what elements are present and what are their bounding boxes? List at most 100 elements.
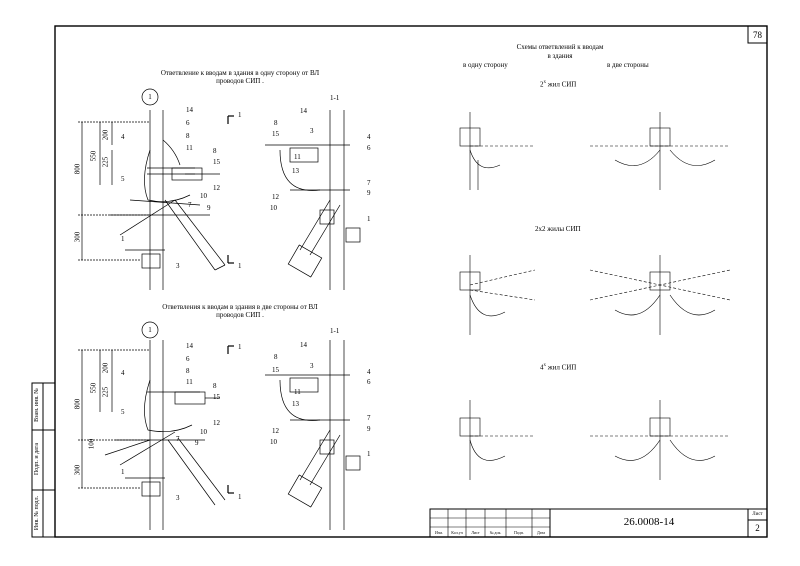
right-heading-line2: в здания — [547, 52, 573, 60]
tb-header-list: Лист — [471, 530, 480, 535]
dim-top-200: 200 — [101, 129, 110, 141]
callout: 3 — [176, 494, 180, 502]
tb-header-kol: Кол.уч — [451, 530, 463, 535]
dim-bottom-200: 200 — [101, 362, 110, 374]
callout: 10 — [270, 438, 277, 446]
section3-rest: жил СИП — [546, 363, 577, 372]
dim-bottom-300: 300 — [73, 464, 82, 476]
stamp-inv-original: Инв. № подл. — [34, 495, 40, 531]
right-section2-title: 2х2 жилы СИП — [535, 225, 581, 233]
callout: 9 — [367, 189, 371, 197]
callout: 5 — [121, 175, 125, 183]
tb-header-podp: Подп. — [514, 530, 524, 535]
tb-header-doc: № док. — [489, 530, 502, 535]
callout: 11 — [186, 378, 193, 386]
callout: 1 — [121, 468, 125, 476]
left-top-view-marker: 1 — [148, 93, 152, 101]
pole-front-bottom — [78, 321, 234, 530]
callout: 12 — [272, 427, 279, 435]
document-code: 26.0008-14 — [623, 516, 675, 528]
right-section1-title: 2х жил СИП — [540, 79, 576, 88]
dim-bottom-550: 550 — [89, 382, 98, 394]
callout: 8 — [274, 353, 278, 361]
dim-top-300: 300 — [73, 231, 82, 243]
callout: 9 — [195, 439, 199, 447]
left-bottom-section-mark-lower: 1 — [238, 493, 242, 501]
left-top-title-line2: проводов СИП . — [216, 77, 264, 85]
section1-sup: х — [543, 80, 547, 85]
pole-side-bottom — [265, 340, 361, 530]
tb-header-izm: Изм. — [435, 530, 443, 535]
callout: 4 — [121, 133, 125, 141]
dim-top-550: 550 — [89, 150, 98, 162]
callout: 12 — [213, 184, 220, 192]
sheet-frame — [31, 25, 768, 538]
callout: 15 — [213, 393, 220, 401]
callout: 15 — [272, 130, 279, 138]
list-label: Лист — [752, 512, 763, 517]
callout: 6 — [186, 355, 190, 363]
callout: 10 — [200, 428, 207, 436]
callout: 8 — [213, 147, 217, 155]
right-section3-title: 4х жил СИП — [540, 362, 576, 371]
section1-count: 2 — [540, 80, 544, 89]
callout: 4 — [367, 368, 371, 376]
section1-rest: жил СИП — [546, 80, 577, 89]
stamp-sign-date: Подп. и дата — [34, 442, 40, 476]
callout: 14 — [300, 341, 307, 349]
scheme-2-single — [459, 112, 535, 190]
right-heading-line1: Схемы ответвлений к вводам — [516, 43, 604, 51]
left-top-title-line1: Ответвление к вводам в здания в одну сто… — [160, 69, 320, 77]
callout: 1 — [121, 235, 125, 243]
callout: 8 — [186, 367, 190, 375]
callout: 10 — [200, 192, 207, 200]
callout: 6 — [186, 119, 190, 127]
left-top-section-mark-lower: 1 — [238, 262, 242, 270]
callout: 14 — [186, 106, 193, 114]
page-number: 78 — [753, 30, 762, 40]
left-bottom-section-mark-upper: 1 — [238, 343, 242, 351]
list-number: 2 — [755, 523, 760, 533]
section3-sup: х — [543, 363, 547, 368]
callout: 1 — [367, 215, 371, 223]
callout: 12 — [213, 419, 220, 427]
scheme-4-single — [459, 400, 535, 480]
callout: 4 — [121, 369, 125, 377]
callout: 5 — [121, 408, 125, 416]
dim-bottom-100: 100 — [87, 438, 96, 450]
callout: 7 — [176, 435, 180, 443]
left-bottom-title-line2: проводов СИП . — [216, 311, 264, 319]
tb-header-date: Дата — [537, 530, 545, 535]
pole-side-top — [265, 110, 361, 290]
pole-front-top — [78, 88, 234, 290]
callout: 14 — [186, 342, 193, 350]
right-col-right: в две стороны — [607, 61, 649, 69]
callout: 11 — [294, 153, 301, 161]
left-top-section-mark-upper: 1 — [238, 111, 242, 119]
left-bottom-section-label: 1-1 — [330, 327, 340, 335]
callout: 8 — [274, 119, 278, 127]
callout: 12 — [272, 193, 279, 201]
callout: 6 — [367, 144, 371, 152]
callout: 13 — [292, 400, 299, 408]
callout: 7 — [188, 201, 192, 209]
dim-bottom-800: 800 — [73, 398, 82, 410]
callout: 7 — [367, 179, 371, 187]
callout: 11 — [294, 388, 301, 396]
callout: 8 — [213, 382, 217, 390]
callout: 13 — [292, 167, 299, 175]
left-top-section-label: 1-1 — [330, 94, 340, 102]
callout: 15 — [272, 366, 279, 374]
callout: 1 — [367, 450, 371, 458]
callout: 3 — [310, 127, 314, 135]
callout: 9 — [367, 425, 371, 433]
scheme-2-double — [590, 112, 730, 190]
callout: 9 — [207, 204, 211, 212]
scheme-4-double — [590, 400, 730, 480]
callout: 10 — [270, 204, 277, 212]
callout: 14 — [300, 107, 307, 115]
callout: 3 — [176, 262, 180, 270]
right-col-left: в одну сторону — [463, 61, 508, 69]
left-bottom-title-line1: Ответвления к вводам в здания в две стор… — [162, 303, 318, 311]
